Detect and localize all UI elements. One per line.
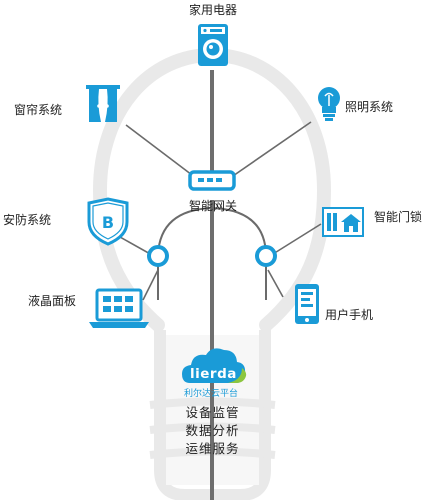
label-lighting: 照明系统: [345, 100, 394, 114]
label-phone: 用户手机: [325, 308, 374, 322]
service-operations: 运维服务: [185, 441, 240, 456]
label-lock: 智能门锁: [374, 210, 423, 224]
logo-wordmark: lierda: [190, 366, 237, 382]
link-lcd: [142, 269, 159, 301]
shield-letter: B: [102, 213, 114, 232]
label-lcd: 液晶面板: [28, 294, 77, 308]
link-curtain: [125, 124, 197, 179]
label-appliance: 家用电器: [189, 3, 238, 17]
label-security: 安防系统: [3, 213, 52, 227]
washing-machine-icon: [198, 24, 228, 66]
label-curtain: 窗帘系统: [14, 103, 63, 117]
shield-icon: [87, 197, 129, 246]
service-monitoring: 设备监管: [185, 405, 240, 420]
laptop-panel-icon: [89, 288, 149, 328]
link-lock: [272, 223, 322, 255]
gateway-router-icon: [188, 170, 236, 191]
door-lock-icon: [322, 207, 364, 237]
cloud-icon: [182, 348, 247, 383]
link-lighting: [229, 121, 312, 179]
label-gateway: 智能网关: [189, 199, 238, 213]
link-phone: [267, 269, 284, 298]
curtain-icon: [86, 85, 120, 122]
service-analytics: 数据分析: [185, 423, 240, 438]
logo-subtitle: 利尔达云平台: [184, 389, 239, 399]
smartphone-icon: [295, 284, 319, 324]
junction-right: [255, 245, 277, 267]
light-bulb-icon: [318, 87, 340, 121]
junction-left: [147, 245, 169, 267]
